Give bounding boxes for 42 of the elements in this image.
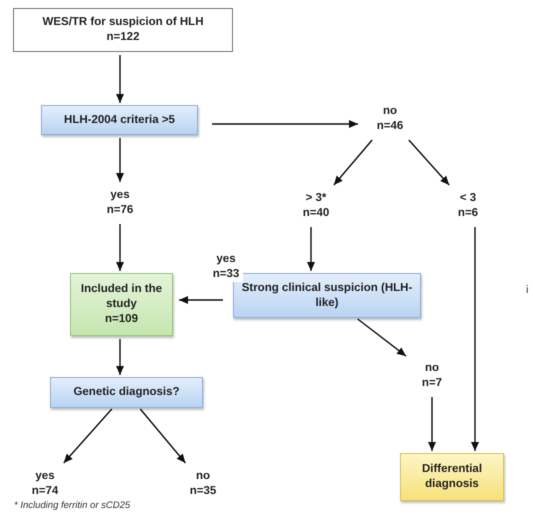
result-box [70, 273, 173, 336]
branch-label: yes [35, 469, 55, 484]
box-text: n=122 [106, 30, 140, 45]
branch-label: n=7 [422, 376, 442, 391]
footnote: * Including ferritin or sCD25 [14, 500, 130, 511]
arrow [307, 227, 315, 271]
arrow [140, 408, 186, 464]
branch-label: n=6 [458, 206, 478, 221]
process-box [13, 8, 233, 52]
box-text: Strong clinical suspicion (HLH-like) [240, 280, 414, 310]
box-text: Differential diagnosis [420, 462, 484, 492]
box-text: Genetic diagnosis? [73, 385, 180, 400]
arrow [116, 339, 124, 375]
arrow [212, 120, 358, 128]
arrow [471, 227, 479, 451]
branch-label: n=40 [302, 206, 330, 221]
branch-label: > 3* [306, 191, 326, 206]
branch-label: n=76 [106, 203, 134, 218]
branch-label: no [382, 104, 398, 119]
branch-label: no [424, 361, 440, 376]
branch-label: n=35 [190, 484, 216, 499]
box-text: HLH-2004 criteria >5 [64, 112, 175, 128]
arrow [408, 140, 450, 186]
arrow [116, 138, 124, 182]
branch-label: n=74 [32, 484, 58, 499]
box-text: n=109 [105, 312, 138, 327]
arrow [63, 408, 112, 464]
branch-label: no [196, 469, 210, 484]
branch-label: < 3 [460, 191, 476, 206]
branch-label: yes [110, 188, 130, 203]
arrow [116, 55, 124, 103]
process-box [50, 377, 203, 408]
arrow [428, 397, 436, 451]
outcome-box [400, 453, 504, 501]
arrow [116, 224, 124, 271]
note-text: i [526, 284, 528, 296]
process-box [41, 105, 198, 135]
branch-label: n=46 [376, 119, 404, 134]
arrow [333, 140, 373, 186]
box-text: WES/TR for suspicion of HLH [42, 15, 204, 30]
arrow [357, 318, 406, 357]
arrow [179, 296, 223, 304]
